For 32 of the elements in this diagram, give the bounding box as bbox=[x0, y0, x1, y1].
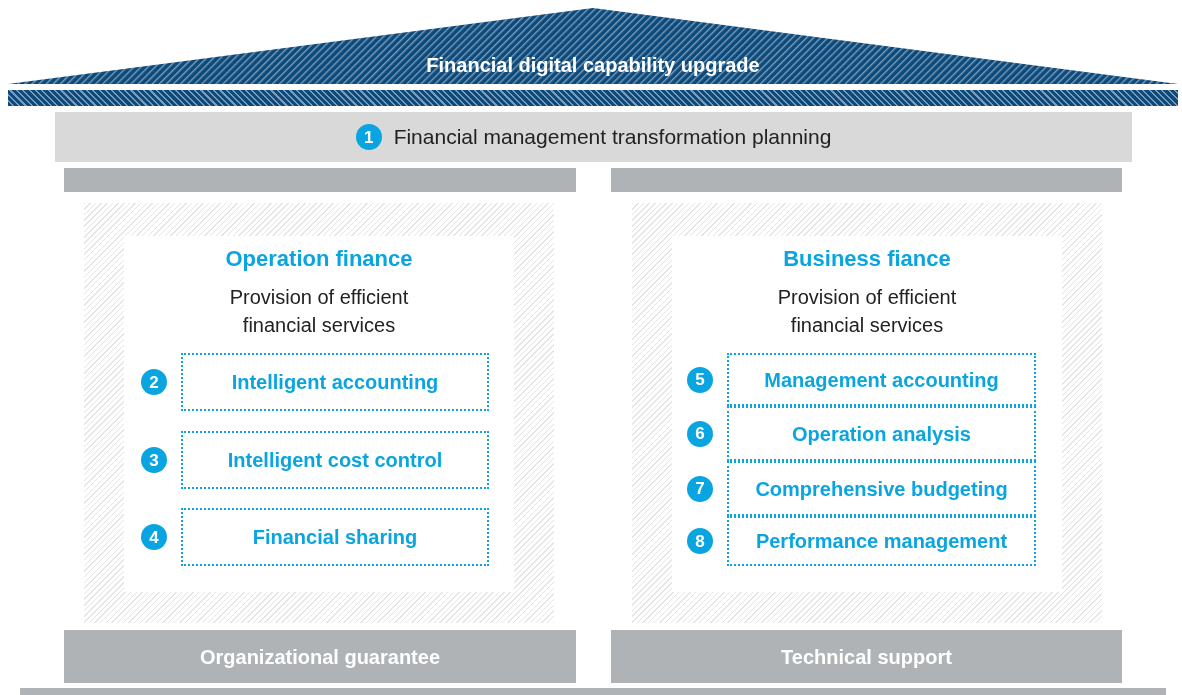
base-label: Organizational guarantee bbox=[199, 644, 441, 670]
pillar-heading: Operation finance bbox=[225, 245, 413, 273]
item-label: Comprehensive budgeting bbox=[755, 476, 1008, 502]
floor-bar bbox=[20, 688, 1166, 695]
pillar-frame bbox=[632, 203, 1102, 623]
dotted-item-box bbox=[727, 353, 1036, 406]
pillar-heading: Business fiance bbox=[783, 245, 951, 273]
item-label: Intelligent accounting bbox=[231, 370, 439, 395]
item-label: Operation analysis bbox=[792, 421, 971, 447]
beam-bar bbox=[64, 168, 576, 192]
item-label: Management accounting bbox=[764, 367, 999, 393]
pillar-description: Provision of efficient financial services bbox=[228, 284, 410, 338]
dotted-item-box bbox=[727, 461, 1036, 516]
base-label: Technical support bbox=[781, 644, 952, 670]
item-label: Financial sharing bbox=[252, 525, 418, 550]
item-label: Performance management bbox=[755, 529, 1008, 554]
dotted-item-box bbox=[727, 516, 1036, 566]
dotted-item-box bbox=[181, 431, 489, 489]
pillar-description: Provision of efficient financial services bbox=[776, 284, 958, 338]
number-badge: 1 bbox=[355, 124, 382, 150]
item-label: Intelligent cost control bbox=[227, 448, 443, 473]
beam-bar bbox=[611, 168, 1122, 192]
band-label: Financial management transformation planning bbox=[393, 124, 832, 151]
dotted-item-box bbox=[727, 406, 1036, 461]
pillar-frame bbox=[84, 203, 554, 623]
base-bar bbox=[64, 630, 576, 683]
dotted-item-box bbox=[181, 353, 489, 411]
planning-band bbox=[55, 112, 1132, 162]
dotted-item-box bbox=[181, 508, 489, 566]
roof-title: Financial digital capability upgrade bbox=[426, 53, 760, 78]
base-bar bbox=[611, 630, 1122, 683]
roof-band bbox=[8, 90, 1178, 106]
